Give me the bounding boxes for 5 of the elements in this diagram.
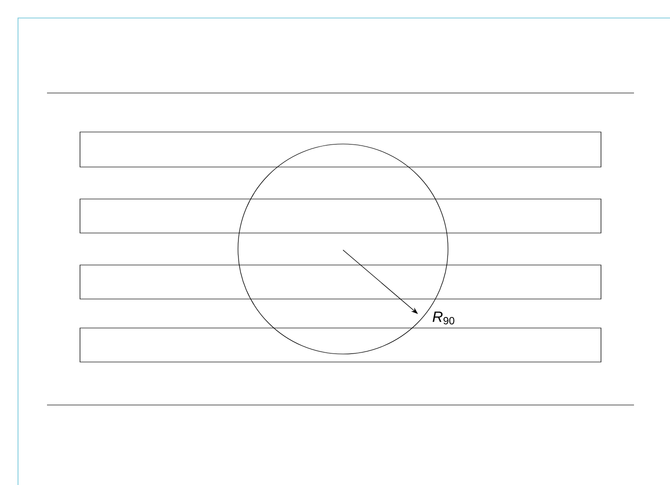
bar <box>80 264 602 300</box>
bar <box>80 132 602 168</box>
bar <box>80 328 602 362</box>
radius-label: R$_{90}$ <box>432 312 454 324</box>
bar <box>80 198 602 234</box>
